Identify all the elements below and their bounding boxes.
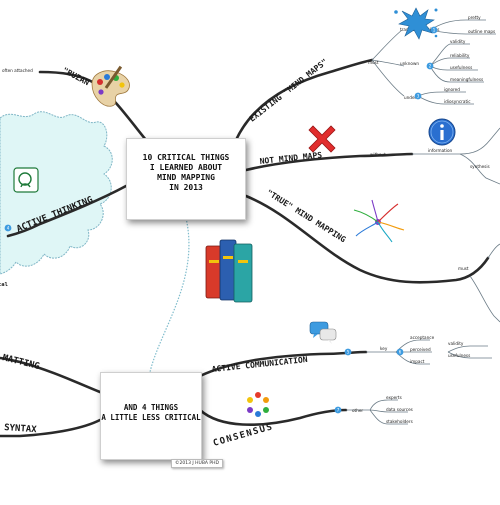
- svg-text:6: 6: [399, 350, 402, 355]
- label-idiosyncratic: idiosyncratic: [444, 99, 471, 104]
- badge-1[interactable]: 1: [430, 26, 438, 34]
- svg-text:5: 5: [347, 350, 350, 355]
- label-stakeholders: stakeholders: [386, 419, 413, 424]
- label-must: must: [458, 266, 469, 271]
- credit-label: ©2013 J HUBA PHD: [171, 459, 223, 468]
- books-icon: [205, 239, 253, 303]
- label-meaningfulness: meaningfulness: [450, 77, 483, 82]
- head-icon: [13, 167, 39, 193]
- label-synthesis: synthesis: [470, 164, 490, 169]
- svg-text:2: 2: [429, 64, 432, 69]
- label-most-1: most: [368, 60, 379, 65]
- speech-bubbles-icon: [309, 321, 337, 344]
- label-consensus: CONSENSUS: [212, 422, 275, 449]
- central-topic-title: 10 CRITICAL THINGS I LEARNED ABOUT MIND …: [142, 153, 230, 192]
- label-matting: MATTING: [1, 353, 40, 372]
- label-without: without: [370, 152, 386, 157]
- label-ignored: ignored: [444, 87, 460, 92]
- label-active-communication: ACTIVE COMMUNICATION: [211, 355, 308, 374]
- badge-6[interactable]: 6: [396, 348, 404, 356]
- label-information: information: [428, 148, 453, 153]
- label-syntax: SYNTAX: [4, 423, 38, 435]
- branch-matting: [0, 356, 102, 394]
- branch-existing: [234, 58, 374, 142]
- label-unknown: unknown: [400, 61, 419, 66]
- branch-communication: [198, 350, 368, 378]
- active-thinking-cloud: [0, 111, 113, 275]
- label-under: under: [404, 95, 417, 100]
- svg-text:4: 4: [7, 226, 10, 231]
- people-circle-icon: [247, 392, 269, 417]
- red-x-icon: [308, 125, 336, 153]
- label-not-mind-maps: NOT MIND MAPS: [259, 150, 322, 166]
- label-impact: impact: [410, 359, 425, 364]
- label-cut-tal: tal: [0, 282, 8, 288]
- label-experts: experts: [386, 395, 402, 400]
- label-existing-maps: EXISTING "MIND MAPS": [248, 57, 329, 123]
- palette-icon: [91, 65, 130, 107]
- label-often-attached: often attached: [2, 68, 33, 73]
- badge-7[interactable]: 7: [334, 406, 342, 414]
- dotted-link: [149, 217, 190, 373]
- svg-text:3: 3: [417, 94, 420, 99]
- secondary-topic-title: AND 4 THINGS A LITTLE LESS CRITICAL: [101, 403, 201, 422]
- label-validity: validity: [450, 39, 466, 44]
- badge-4[interactable]: 4: [4, 224, 12, 232]
- splash-icon: [394, 7, 438, 40]
- branch-syntax: [0, 418, 102, 438]
- label-pretty: pretty: [468, 15, 481, 20]
- label-comm-validity: validity: [448, 341, 464, 346]
- label-key: key: [380, 346, 388, 351]
- label-acceptance: acceptance: [410, 335, 435, 340]
- mind-map-thumbnail-icon: [353, 199, 405, 243]
- badge-3[interactable]: 3: [414, 92, 422, 100]
- label-reliability: reliability: [450, 53, 470, 58]
- central-topic-card[interactable]: 10 CRITICAL THINGS I LEARNED ABOUT MIND …: [126, 138, 246, 220]
- label-comm-usefulness: usefulness: [448, 353, 470, 358]
- label-true-mind-mapping: "TRUE" MIND MAPPING: [265, 188, 348, 244]
- label-usefulness: usefulness: [450, 65, 472, 70]
- label-data-sources: data sources: [386, 407, 413, 412]
- branch-active-thinking: [6, 184, 128, 238]
- badge-2[interactable]: 2: [426, 62, 434, 70]
- badge-5[interactable]: 5: [344, 348, 352, 356]
- branch-true: [244, 194, 490, 284]
- svg-text:7: 7: [337, 408, 340, 413]
- branch-consensus: [198, 408, 348, 426]
- secondary-topic-card[interactable]: AND 4 THINGS A LITTLE LESS CRITICAL: [100, 372, 202, 460]
- label-outline-maps: outline maps: [468, 29, 495, 34]
- label-other: other: [352, 408, 363, 413]
- svg-text:1: 1: [433, 28, 436, 33]
- label-perceived: perceived: [410, 347, 431, 352]
- info-icon: [428, 118, 456, 146]
- branch-notmind: [244, 152, 414, 172]
